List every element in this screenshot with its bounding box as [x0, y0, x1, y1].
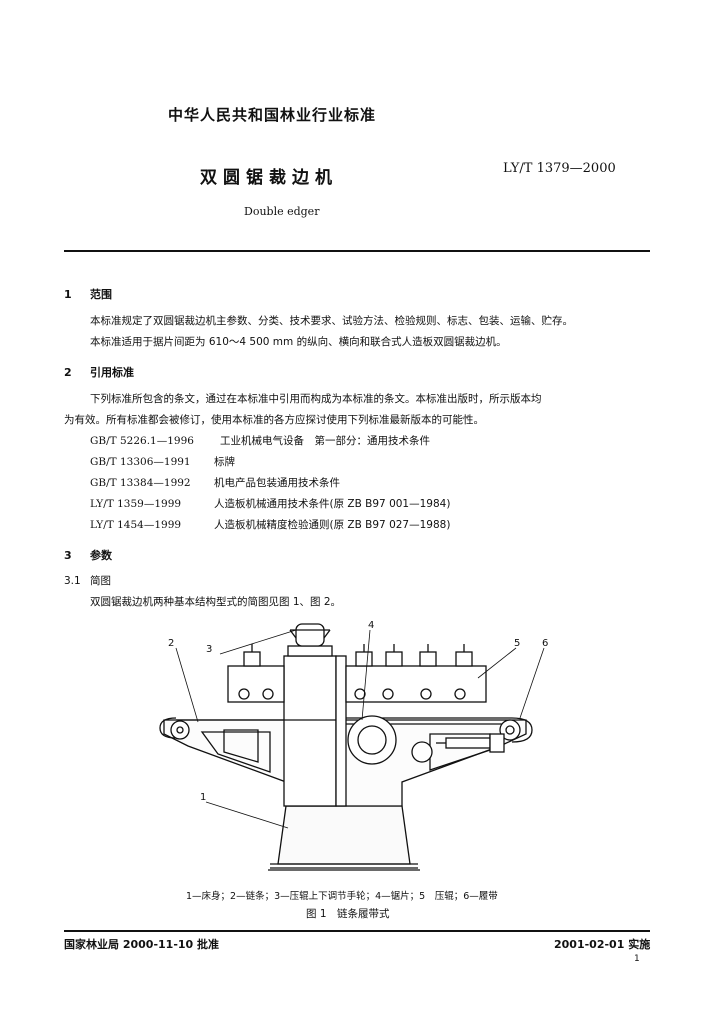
reference-item: GB/T 5226.1—1996 工业机械电气设备 第一部分：通用技术条件 [90, 433, 430, 448]
callout-6: 6 [542, 638, 548, 649]
callout-line-2 [175, 647, 199, 723]
machine-base [268, 805, 420, 871]
footer-rule [64, 930, 650, 932]
subsection-3-1-number: 3.1 [64, 575, 81, 587]
reference-title: 人造板机械精度检验通则(原 ZB B97 027—1988) [214, 519, 451, 531]
section-3-title: 参数 [90, 549, 112, 562]
implementation-date: 2001-02-01 实施 [554, 938, 651, 951]
pressure-roller-beam [227, 665, 487, 703]
section-3-paragraph: 双圆锯裁边机两种基本结构型式的简图见图 1、图 2。 [90, 596, 342, 608]
standard-number: LY/T 1379—2000 [503, 161, 616, 176]
reference-item: LY/T 1359—1999 人造板机械通用技术条件(原 ZB B97 001—1… [90, 496, 450, 511]
callout-5: 5 [514, 638, 520, 649]
callout-2: 2 [168, 638, 174, 649]
adjustment-mechanism [436, 733, 505, 753]
section-2-number: 2 [64, 366, 72, 379]
figure-1-caption: 1—床身；2—链条；3—压辊上下调节手轮；4—锯片；5 压辊；6—履带 [186, 891, 498, 902]
saw-blade-inner [357, 725, 387, 755]
organization-title: 中华人民共和国林业行业标准 [168, 106, 377, 124]
reference-title: 工业机械电气设备 第一部分：通用技术条件 [220, 435, 430, 447]
right-sprocket-hub [505, 725, 515, 735]
callout-line-3 [219, 629, 297, 655]
page-mark: 1 [634, 954, 640, 964]
right-sprocket [499, 719, 521, 741]
saw-blade [347, 715, 397, 765]
english-title: Double edger [244, 205, 320, 218]
section-3-heading: 3 参数 [64, 547, 112, 563]
beam-bolts [243, 644, 473, 667]
section-1-number: 1 [64, 288, 72, 301]
section-1-title: 范围 [90, 288, 112, 301]
reference-item: GB/T 13384—1992 机电产品包装通用技术条件 [90, 475, 340, 490]
reference-title: 人造板机械通用技术条件(原 ZB B97 001—1984) [214, 498, 451, 510]
callout-line-1 [205, 801, 289, 829]
standard-title: 双圆锯裁边机 [200, 168, 338, 188]
center-column [283, 623, 347, 807]
section-1-paragraph-1: 本标准规定了双圆锯裁边机主参数、分类、技术要求、试验方法、检验规则、标志、包装、… [90, 315, 573, 327]
reference-code: GB/T 13384—1992 [90, 477, 191, 489]
section-2-heading: 2 引用标准 [64, 364, 134, 380]
header-rule [64, 250, 650, 252]
callout-1: 1 [200, 792, 206, 803]
reference-code: LY/T 1359—1999 [90, 498, 182, 510]
section-2-title: 引用标准 [90, 366, 134, 379]
subsection-3-1-heading: 3.1 简图 [64, 573, 111, 588]
subsection-3-1-title: 简图 [90, 575, 111, 587]
left-sprocket-hub [176, 726, 184, 734]
section-2-paragraph-line-1: 下列标准所包含的条文，通过在本标准中引用而构成为本标准的条文。本标准出版时，所示… [90, 393, 542, 405]
motor-pulley [411, 741, 433, 763]
figure-1-drawing: 1 2 3 4 5 6 [159, 620, 548, 871]
left-sprocket [170, 720, 190, 740]
callout-4: 4 [368, 620, 374, 631]
approval-date: 国家林业局 2000-11-10 批准 [64, 938, 220, 951]
callout-line-6 [519, 647, 545, 719]
reference-title: 标牌 [214, 456, 235, 468]
reference-code: LY/T 1454—1999 [90, 519, 182, 531]
section-2-paragraph-line-2: 为有效。所有标准都会被修订，使用本标准的各方应探讨使用下列标准最新版本的可能性。 [64, 414, 484, 426]
section-3-number: 3 [64, 549, 72, 562]
callout-3: 3 [206, 644, 212, 655]
reference-item: LY/T 1454—1999 人造板机械精度检验通则(原 ZB B97 027—1… [90, 517, 450, 532]
callout-line-4 [361, 629, 371, 721]
callout-line-5 [477, 647, 517, 679]
section-1-heading: 1 范围 [64, 286, 112, 302]
figure-1-title: 图 1 链条履带式 [306, 908, 390, 920]
reference-title: 机电产品包装通用技术条件 [214, 477, 340, 489]
reference-code: GB/T 13306—1991 [90, 456, 191, 468]
reference-code: GB/T 5226.1—1996 [90, 435, 194, 447]
reference-item: GB/T 13306—1991 标牌 [90, 454, 235, 469]
section-1-paragraph-2: 本标准适用于据片间距为 610～4 500 mm 的纵向、横向和联合式人造板双圆… [90, 336, 507, 348]
